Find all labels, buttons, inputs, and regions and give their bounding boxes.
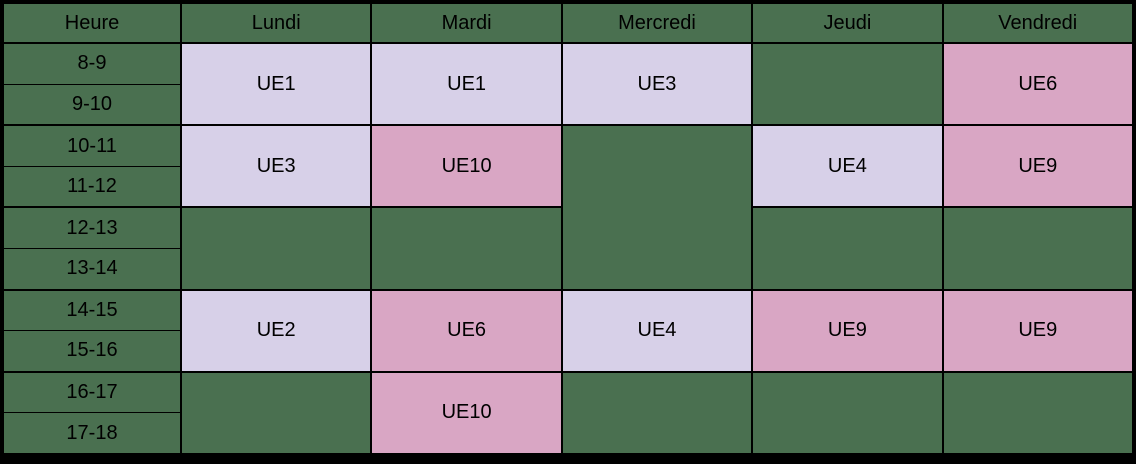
cell-jeudi-16-18 (751, 370, 944, 456)
row-8-9: 8-9 UE1 UE1 UE3 UE6 (2, 42, 1135, 127)
cell-vendredi-14-16: UE9 (941, 288, 1135, 373)
cell-mercredi-14-16: UE4 (560, 288, 754, 373)
time-slot-15-16: 15-16 (2, 330, 182, 373)
cell-lundi-10-12: UE3 (179, 124, 373, 209)
cell-lundi-16-18 (179, 370, 373, 456)
time-slot-12-13: 12-13 (2, 206, 182, 249)
cell-mardi-14-16: UE6 (370, 288, 563, 373)
cell-mardi-10-12: UE10 (370, 124, 563, 209)
row-9-10: 9-10 (2, 83, 1133, 127)
time-slot-8-9: 8-9 (2, 42, 182, 85)
cell-mardi-8-10: UE1 (370, 42, 563, 127)
cell-vendredi-8-10: UE6 (941, 42, 1135, 127)
row-17-18: 17-18 (2, 412, 1133, 456)
time-slot-17-18: 17-18 (2, 412, 182, 456)
time-slot-14-15: 14-15 (2, 288, 182, 332)
cell-jeudi-10-12: UE4 (751, 124, 944, 209)
row-12-13: 12-13 (2, 206, 1135, 291)
header-mercredi: Mercredi (560, 1, 754, 45)
header-lundi: Lundi (179, 1, 373, 45)
cell-vendredi-12-14 (941, 206, 1135, 291)
row-11-12: 11-12 (2, 165, 1133, 209)
cell-vendredi-16-18 (941, 370, 1135, 456)
row-15-16: 15-16 (2, 330, 1133, 373)
row-10-11: 10-11 UE3 UE10 UE4 UE9 (2, 124, 1135, 291)
schedule-table: Heure Lundi Mardi Mercredi Jeudi Vendred… (2, 1, 1135, 456)
header-mardi: Mardi (370, 1, 563, 45)
row-13-14: 13-14 (2, 247, 1133, 291)
cell-mercredi-10-14 (560, 124, 754, 291)
cell-jeudi-12-14 (751, 206, 944, 291)
header-row: Heure Lundi Mardi Mercredi Jeudi Vendred… (2, 1, 1135, 45)
time-slot-11-12: 11-12 (2, 165, 182, 209)
cell-lundi-12-14 (179, 206, 373, 291)
cell-mercredi-8-10: UE3 (560, 42, 754, 127)
time-slot-10-11: 10-11 (2, 124, 182, 167)
cell-mardi-16-18: UE10 (370, 370, 563, 456)
cell-jeudi-8-10 (751, 42, 944, 127)
row-16-17: 16-17 UE10 (2, 370, 1135, 456)
time-slot-16-17: 16-17 (2, 370, 182, 414)
row-14-15: 14-15 UE2 UE6 UE4 UE9 UE9 (2, 288, 1135, 373)
cell-mercredi-16-18 (560, 370, 754, 456)
cell-jeudi-14-16: UE9 (751, 288, 944, 373)
cell-mardi-12-14 (370, 206, 563, 291)
header-heure: Heure (2, 1, 182, 45)
time-slot-9-10: 9-10 (2, 83, 182, 127)
cell-lundi-8-10: UE1 (179, 42, 373, 127)
header-vendredi: Vendredi (941, 1, 1135, 45)
cell-lundi-14-16: UE2 (179, 288, 373, 373)
header-jeudi: Jeudi (751, 1, 944, 45)
cell-vendredi-10-12: UE9 (941, 124, 1135, 209)
time-slot-13-14: 13-14 (2, 247, 182, 291)
